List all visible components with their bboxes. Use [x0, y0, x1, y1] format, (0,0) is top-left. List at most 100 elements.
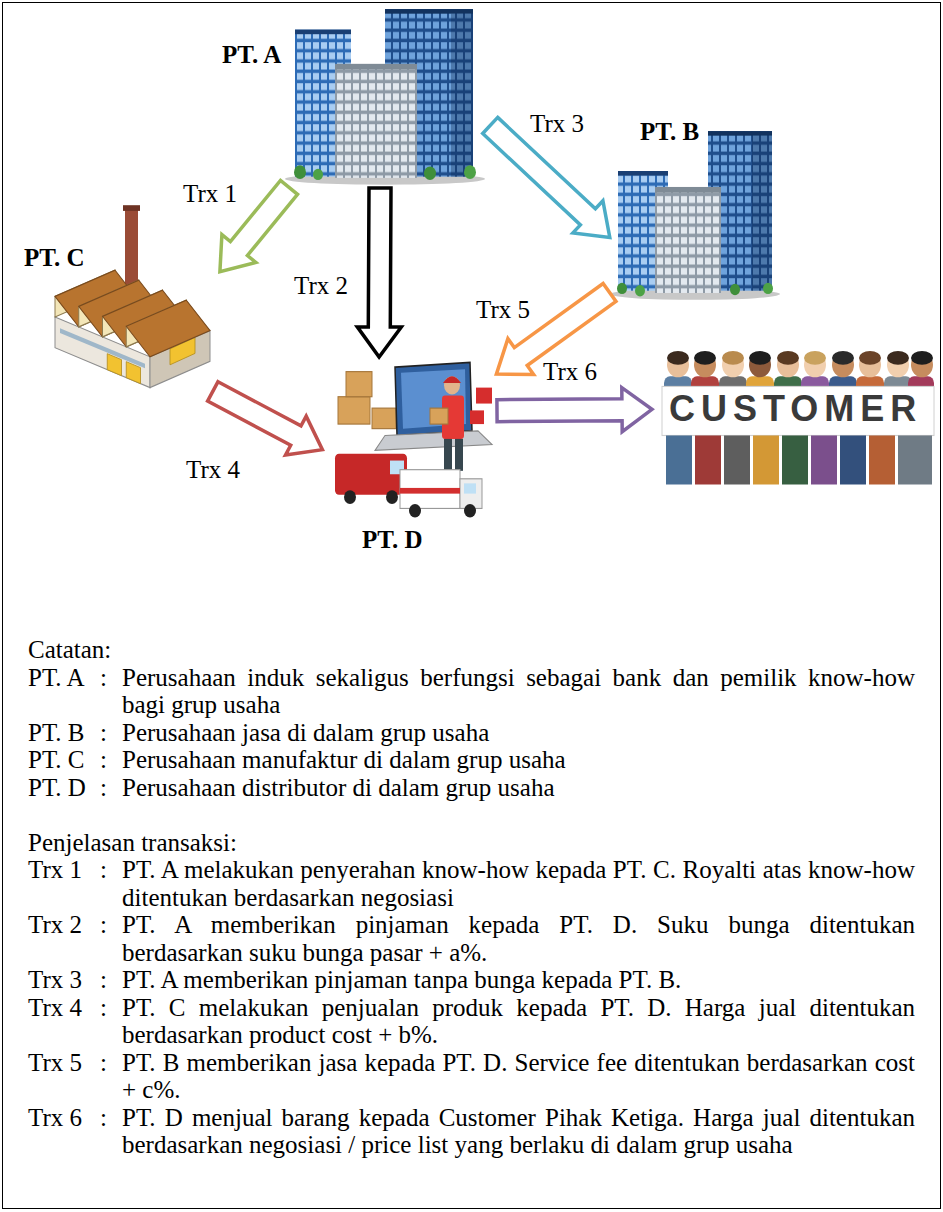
- illustration-part: [424, 166, 436, 180]
- illustration-part: [476, 388, 492, 404]
- illustration-part: [464, 483, 476, 493]
- note-text: Perusahaan distributor di dalam grup usa…: [122, 774, 915, 802]
- node-label: PT. A: [222, 41, 488, 69]
- illustration-part: [464, 504, 476, 518]
- illustration-part: [400, 488, 460, 494]
- illustration-part: [618, 171, 668, 176]
- note-key: Trx 3: [28, 966, 100, 994]
- illustration-part: [869, 435, 895, 484]
- illustration-part: [753, 435, 779, 484]
- company-building: PT. B: [612, 114, 781, 304]
- note-text: PT. B memberikan jasa kepada PT. D. Serv…: [122, 1049, 915, 1104]
- illustration-part: [695, 435, 721, 484]
- illustration-part: [430, 408, 448, 424]
- note-key: Trx 5: [28, 1049, 100, 1104]
- note-key: PT. C: [28, 746, 100, 774]
- illustration-part: [335, 68, 417, 177]
- customer-group: CUSTOMER: [655, 345, 941, 485]
- notes-panel: Catatan:PT. A:Perusahaan induk sekaligus…: [28, 636, 915, 1159]
- block-arrow: [497, 388, 652, 432]
- note-text: Perusahaan jasa di dalam grup usaha: [122, 719, 915, 747]
- block-arrow: [357, 188, 401, 357]
- distribution-picture: [335, 363, 492, 518]
- illustration-part: [386, 490, 398, 504]
- illustration-part: [385, 9, 473, 14]
- illustration-part: [694, 351, 716, 365]
- note-row: Trx 2:PT. A memberikan pinjaman kepada P…: [28, 911, 915, 966]
- illustration-part: [617, 283, 627, 294]
- illustration-part: [409, 504, 421, 518]
- note-colon: :: [100, 966, 122, 994]
- illustration-part: [346, 372, 372, 397]
- node-label: PT. C: [24, 244, 218, 272]
- illustration-part: [443, 376, 461, 383]
- note-row: Catatan:: [28, 636, 915, 664]
- note-colon: :: [100, 664, 122, 719]
- illustration-part: [123, 205, 140, 211]
- illustration-part: [724, 435, 750, 484]
- illustration-part: [635, 285, 645, 296]
- note-row: Trx 3:PT. A memberikan pinjaman tanpa bu…: [28, 966, 915, 994]
- illustration-part: [375, 431, 492, 450]
- illustration-part: [655, 192, 721, 293]
- illustration-part: [338, 397, 370, 424]
- note-colon: :: [100, 1104, 122, 1159]
- note-colon: :: [100, 719, 122, 747]
- note-text: PT. A memberikan pinjaman kepada PT. D. …: [122, 911, 915, 966]
- factory-node: PT. C: [22, 200, 218, 390]
- edge-label-box: Trx 5: [476, 296, 530, 324]
- illustration-part: [125, 209, 138, 289]
- illustration-part: [708, 131, 772, 136]
- illustration-part: [840, 435, 866, 484]
- illustration-part: [372, 408, 396, 429]
- note-row: Trx 5:PT. B memberikan jasa kepada PT. D…: [28, 1049, 915, 1104]
- illustration-part: [344, 490, 356, 504]
- illustration-part: [655, 187, 721, 193]
- illustration-part: [666, 435, 692, 484]
- note-row: PT. D:Perusahaan distributor di dalam gr…: [28, 774, 915, 802]
- note-heading: Penjelasan transaksi:: [28, 829, 237, 857]
- illustration-part: [832, 351, 854, 365]
- building-a-picture: [285, 9, 485, 185]
- transaction-label: Trx 5: [476, 296, 530, 324]
- note-colon: :: [100, 774, 122, 802]
- building-b-picture: [610, 131, 780, 300]
- note-colon: :: [100, 856, 122, 911]
- distributor-node: PT. D: [325, 360, 494, 558]
- node-label: CUSTOMER: [669, 390, 941, 428]
- illustration-part: [859, 351, 881, 365]
- edge-label-box: Trx 1: [183, 180, 237, 208]
- illustration-part: [400, 470, 460, 509]
- note-key: Trx 6: [28, 1104, 100, 1159]
- illustration-part: [470, 410, 484, 424]
- factory-picture: [55, 205, 210, 387]
- note-text: Perusahaan induk sekaligus berfungsi seb…: [122, 664, 915, 719]
- transaction-label: Trx 4: [186, 456, 240, 484]
- edge-label-box: Trx 4: [186, 456, 240, 484]
- transaction-label: Trx 3: [530, 110, 584, 138]
- note-text: PT. A melakukan penyerahan know-how kepa…: [122, 856, 915, 911]
- note-key: Trx 2: [28, 911, 100, 966]
- note-key: PT. B: [28, 719, 100, 747]
- note-colon: :: [100, 1049, 122, 1104]
- illustration-part: [730, 284, 740, 295]
- note-colon: :: [100, 911, 122, 966]
- illustration-part: [444, 376, 460, 394]
- illustration-part: [55, 9, 934, 517]
- note-row: Penjelasan transaksi:: [28, 829, 915, 857]
- illustration-part: [763, 283, 773, 294]
- illustration-part: [451, 14, 473, 177]
- illustration-part: [107, 354, 121, 376]
- note-colon: :: [100, 746, 122, 774]
- note-key: Trx 1: [28, 856, 100, 911]
- transaction-label: Trx 1: [183, 180, 237, 208]
- edge-label-box: Trx 2: [294, 272, 348, 300]
- illustration-part: [777, 351, 799, 365]
- note-heading: Catatan:: [28, 636, 111, 664]
- illustration-part: [749, 351, 771, 365]
- transaction-label: Trx 6: [543, 358, 597, 386]
- edge-label-box: Trx 3: [530, 110, 584, 138]
- node-label: PT. D: [362, 526, 494, 554]
- illustration-part: [752, 136, 772, 291]
- illustration-part: [294, 165, 306, 179]
